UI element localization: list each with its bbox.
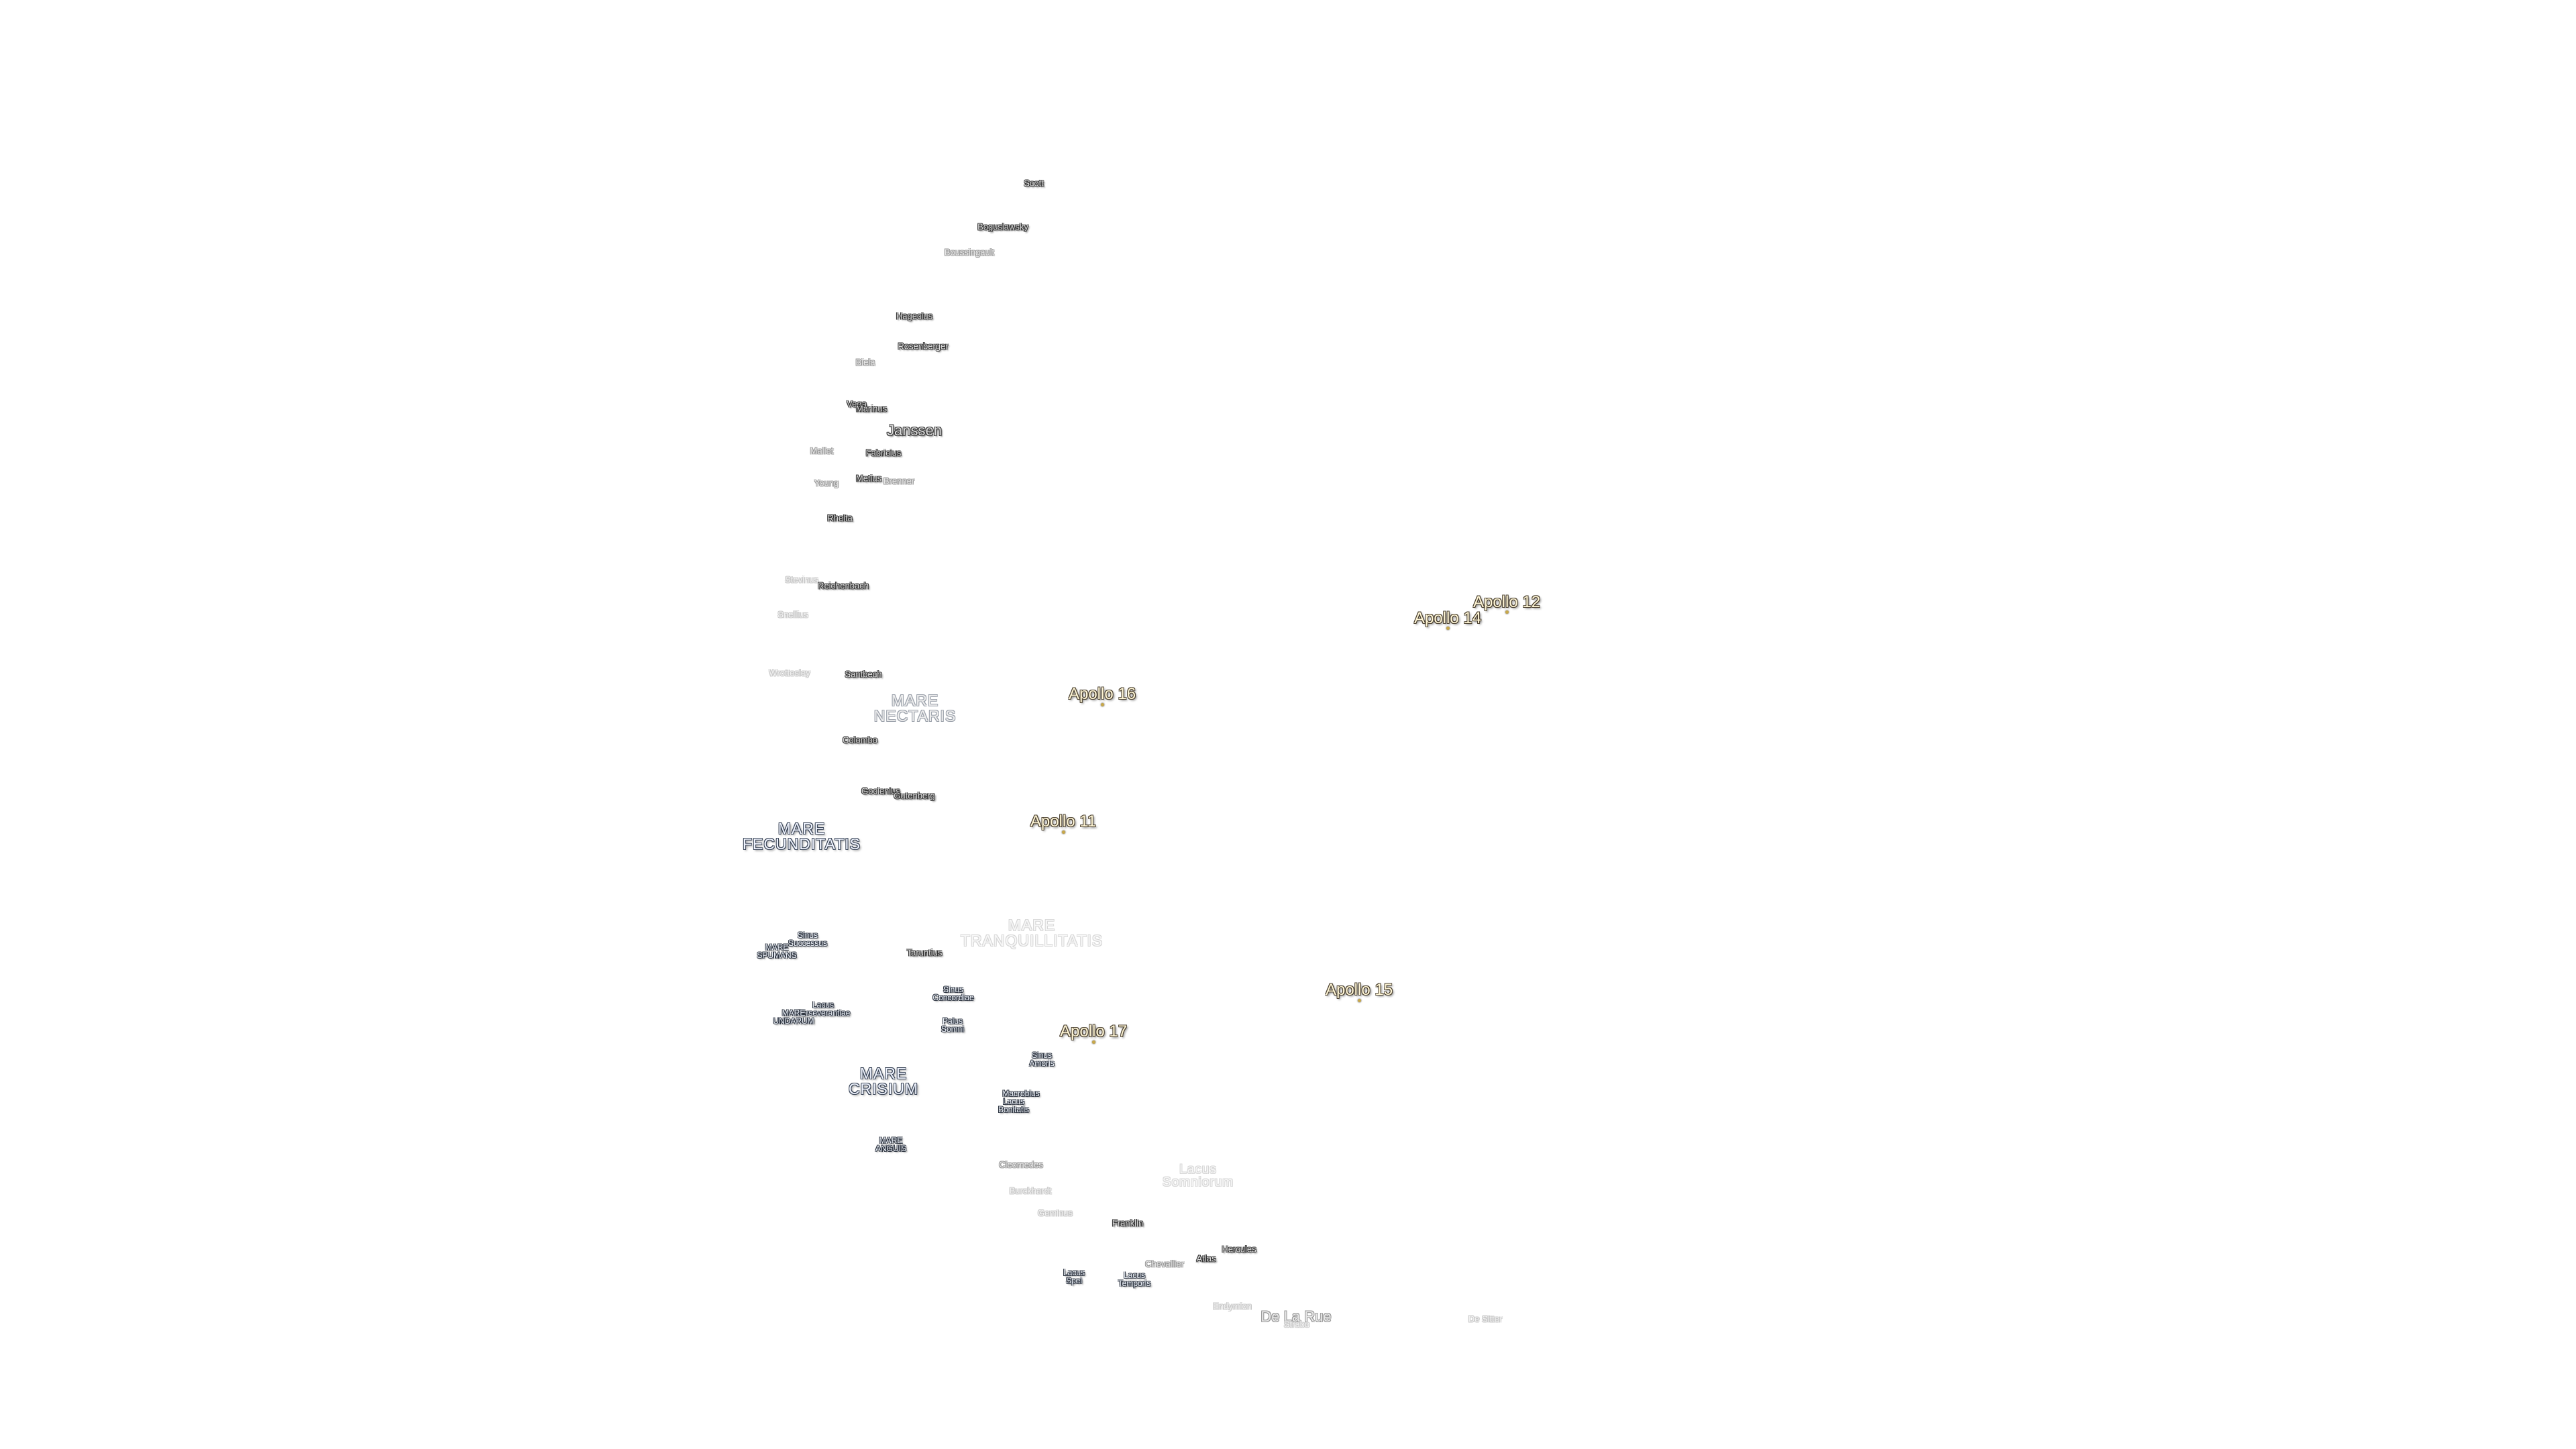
- sea-label-line: MARE: [879, 1136, 903, 1145]
- crater-label-rosenberger: Rosenberger: [898, 341, 949, 352]
- sea-label-line: Lacus: [1179, 1163, 1217, 1177]
- crater-label-franklin: Franklin: [1112, 1218, 1144, 1228]
- crater-label-goclenius: Goclenius: [861, 786, 900, 796]
- sea-label-line: Concordiae: [932, 993, 974, 1002]
- sea-label-line: Perseverantiae: [796, 1008, 851, 1018]
- crater-label-reichenbach: Reichenbach: [818, 580, 869, 591]
- sea-label-line: Spei: [1065, 1276, 1083, 1285]
- landing-site-apollo-15[interactable]: Apollo 15: [1325, 981, 1393, 999]
- sea-label-line: Somniorum: [1162, 1175, 1234, 1189]
- sea-label-line: Macrobius: [1002, 1089, 1040, 1098]
- sea-label-mare-tranquillitatis: MARE TRANQUILLITATIS: [961, 918, 1103, 949]
- sea-label-line: Amoris: [1029, 1059, 1055, 1068]
- sea-label-line: Sinus: [943, 985, 964, 994]
- sea-label-line: Lacus: [1063, 1268, 1085, 1277]
- sea-label-lacus-temporis: Lacus Temporis: [1118, 1271, 1151, 1287]
- sea-label-line: Bonitatis: [998, 1105, 1030, 1114]
- sea-label-lacus-perseverantiae: Lacus Perseverantiae: [796, 1001, 851, 1017]
- sea-label-line: Lacus: [812, 1000, 835, 1010]
- sea-label-line: MARE: [1008, 916, 1056, 934]
- sea-label-lacus-spei: Lacus Spei: [1063, 1269, 1085, 1285]
- crater-label-strabo: Strabo: [1283, 1319, 1310, 1330]
- crater-label-colombo: Colombo: [842, 735, 878, 745]
- crater-label-de-la-rue: De La Rue: [1260, 1308, 1332, 1325]
- sea-label-line: MARE: [891, 692, 939, 709]
- sea-label-mare-anguis: MARE ANGUIS: [875, 1136, 906, 1152]
- landing-site-apollo-11[interactable]: Apollo 11: [1030, 812, 1097, 830]
- sea-label-line: Somni: [941, 1024, 965, 1034]
- crater-label-mallet: Mallet: [810, 445, 834, 456]
- landing-site-marker-icon[interactable]: [1358, 999, 1361, 1002]
- crater-label-metius: Metius: [855, 473, 882, 484]
- crater-label-burckhardt: Burckhardt: [1009, 1185, 1052, 1196]
- crater-label-vega: Vega: [847, 398, 867, 409]
- sea-label-line: NECTARIS: [873, 707, 957, 724]
- crater-label-gutenberg: Gutenberg: [894, 790, 935, 801]
- sea-label-mare-fecunditatis: MARE FECUNDITATIS: [743, 821, 861, 852]
- crater-label-wrottesley: Wrottesley: [769, 667, 810, 678]
- sea-label-line: MARE: [859, 1065, 908, 1082]
- sea-label-line: MARE: [782, 1008, 806, 1018]
- sea-label-line: FECUNDITATIS: [743, 835, 861, 853]
- sea-label-line: UNDARUM: [773, 1016, 814, 1026]
- crater-label-hercules: Hercules: [1222, 1244, 1256, 1254]
- sea-label-lacus-bonitatis: Lacus Bonitatis: [998, 1097, 1029, 1114]
- crater-label-brenner: Brenner: [883, 476, 915, 486]
- landing-site-apollo-17[interactable]: Apollo 17: [1059, 1022, 1128, 1040]
- crater-label-atlas: Atlas: [1196, 1253, 1216, 1264]
- sea-label-line: Successus: [788, 938, 828, 948]
- sea-label-macrobius: Macrobius: [1002, 1089, 1039, 1097]
- crater-label-de-sitter: De Sitter: [1468, 1313, 1503, 1324]
- sea-label-line: MARE: [765, 943, 789, 952]
- sea-label-line: CRISIUM: [848, 1080, 919, 1097]
- sea-label-line: Sinus: [1031, 1051, 1053, 1060]
- crater-label-rheita: Rheita: [827, 513, 853, 523]
- sea-label-lacus-somniorum: Lacus Somniorum: [1163, 1163, 1234, 1189]
- crater-label-stevinus: Stevinus: [785, 574, 818, 585]
- crater-label-chevallier: Chevallier: [1145, 1258, 1184, 1269]
- sea-label-sinus-successus: Sinus Successus: [788, 931, 827, 947]
- sea-label-sinus-amoris: Sinus Amoris: [1029, 1051, 1054, 1067]
- landing-site-marker-icon[interactable]: [1505, 610, 1509, 614]
- sea-label-line: SPUMANS: [757, 951, 797, 960]
- crater-label-taruntius: Taruntius: [906, 947, 943, 958]
- crater-label-biela: Biela: [855, 357, 875, 368]
- crater-label-snellius: Snellius: [777, 609, 808, 620]
- sea-label-line: TRANQUILLITATIS: [960, 932, 1104, 949]
- sea-label-sinus-concordiae: Sinus Concordiae: [932, 985, 973, 1002]
- landing-site-marker-icon[interactable]: [1062, 830, 1065, 834]
- sea-label-line: Temporis: [1118, 1279, 1151, 1288]
- landing-site-marker-icon[interactable]: [1092, 1040, 1095, 1044]
- sea-label-line: Lacus: [1002, 1097, 1025, 1106]
- landing-site-marker-icon[interactable]: [1446, 627, 1450, 630]
- crater-label-santbech: Santbech: [845, 669, 882, 680]
- crater-label-boussingault: Boussingault: [944, 247, 995, 258]
- sea-label-mare-undarum: MARE UNDARUM: [773, 1009, 814, 1025]
- crater-label-janssen: Janssen: [887, 422, 942, 439]
- crater-label-endymion: Endymion: [1213, 1301, 1252, 1311]
- crater-label-fabricius: Fabricius: [865, 447, 902, 458]
- sea-label-mare-spumans: MARE SPUMANS: [757, 943, 796, 959]
- landing-site-marker-icon[interactable]: [1101, 703, 1104, 706]
- sea-label-line: MARE: [777, 820, 826, 837]
- crater-label-hagecius: Hagecius: [896, 311, 933, 321]
- crater-label-cleomedes: Cleomedes: [999, 1159, 1043, 1170]
- landing-site-apollo-16[interactable]: Apollo 16: [1068, 685, 1136, 703]
- landing-site-apollo-14[interactable]: Apollo 14: [1413, 609, 1482, 627]
- sea-label-line: Lacus: [1123, 1271, 1146, 1280]
- crater-label-boguslawsky: Boguslawsky: [977, 221, 1028, 232]
- sea-label-line: Sinus: [797, 930, 818, 940]
- sea-label-palus-somni: Palus Somni: [941, 1017, 964, 1033]
- landing-site-apollo-12[interactable]: Apollo 12: [1472, 593, 1541, 611]
- sea-label-mare-nectaris: MARE NECTARIS: [874, 693, 957, 724]
- crater-label-geminus: Geminus: [1037, 1208, 1073, 1218]
- crater-label-scott: Scott: [1024, 178, 1044, 189]
- crater-label-young: Young: [814, 478, 839, 488]
- crater-label-marinus: Marinus: [855, 403, 888, 414]
- sea-label-line: ANGUIS: [875, 1144, 907, 1153]
- sea-label-mare-crisium: MARE CRISIUM: [849, 1066, 918, 1097]
- sea-label-line: Palus: [942, 1016, 963, 1026]
